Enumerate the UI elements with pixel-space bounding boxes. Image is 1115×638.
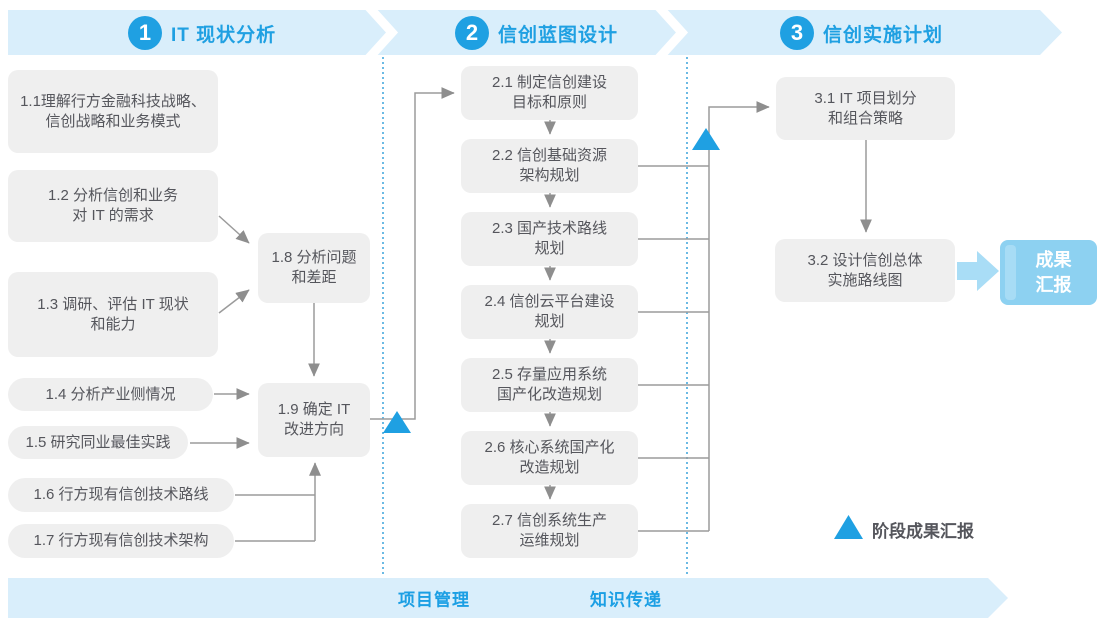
node-2-5: 2.5 存量应用系统 国产化改造规划 [461, 358, 638, 412]
node-1-2: 1.2 分析信创和业务 对 IT 的需求 [8, 170, 218, 242]
footer-ribbon: 项目管理 知识传递 [8, 578, 1008, 618]
stage-report-triangle-2 [692, 128, 720, 150]
phase-2-title: 信创蓝图设计 [498, 24, 619, 46]
phase-ribbon [8, 10, 1062, 55]
node-2-2: 2.2 信创基础资源 架构规划 [461, 139, 638, 193]
node-1-3: 1.3 调研、评估 IT 现状 和能力 [8, 272, 218, 357]
node-1-5: 1.5 研究同业最佳实践 [8, 426, 188, 459]
phase-2-header: 2 信创蓝图设计 [455, 16, 618, 50]
phase-2-number-badge: 2 [455, 16, 489, 50]
phase-1-number-badge: 1 [128, 16, 162, 50]
ribbon-chevron-separators [8, 10, 1062, 55]
node-1-1: 1.1理解行方金融科技战略、 信创战略和业务模式 [8, 70, 218, 153]
phase-3-title: 信创实施计划 [823, 24, 944, 46]
node-3-2: 3.2 设计信创总体 实施路线图 [775, 239, 955, 302]
node-2-3: 2.3 国产技术路线 规划 [461, 212, 638, 266]
phase-1-header: 1 IT 现状分析 [128, 16, 276, 50]
node-3-1: 3.1 IT 项目划分 和组合策略 [776, 77, 955, 140]
phase-1-connectors [190, 87, 455, 542]
node-1-4: 1.4 分析产业侧情况 [8, 378, 213, 411]
node-1-8: 1.8 分析问题 和差距 [258, 233, 370, 303]
footer-item-knowledge-transfer: 知识传递 [590, 590, 662, 610]
result-box-stripe [1005, 245, 1016, 300]
phase-3-number-badge: 3 [780, 16, 814, 50]
result-arrow [957, 251, 999, 291]
node-2-7: 2.7 信创系统生产 运维规划 [461, 504, 638, 558]
node-1-9: 1.9 确定 IT 改进方向 [258, 383, 370, 457]
result-report-box: 成果 汇报 [1000, 240, 1097, 305]
phase-1-title: IT 现状分析 [171, 24, 277, 46]
phase-3-header: 3 信创实施计划 [780, 16, 943, 50]
node-1-6: 1.6 行方现有信创技术路线 [8, 478, 234, 512]
node-2-1: 2.1 制定信创建设 目标和原则 [461, 66, 638, 120]
legend-label: 阶段成果汇报 [872, 522, 974, 541]
result-report-label: 成果 汇报 [1035, 250, 1072, 295]
node-1-7: 1.7 行方现有信创技术架构 [8, 524, 234, 558]
node-2-4: 2.4 信创云平台建设 规划 [461, 285, 638, 339]
footer-item-project-management: 项目管理 [398, 590, 470, 610]
node-2-6: 2.6 核心系统国产化 改造规划 [461, 431, 638, 485]
legend-triangle-icon [834, 515, 863, 539]
stage-report-triangle-1 [383, 411, 411, 433]
